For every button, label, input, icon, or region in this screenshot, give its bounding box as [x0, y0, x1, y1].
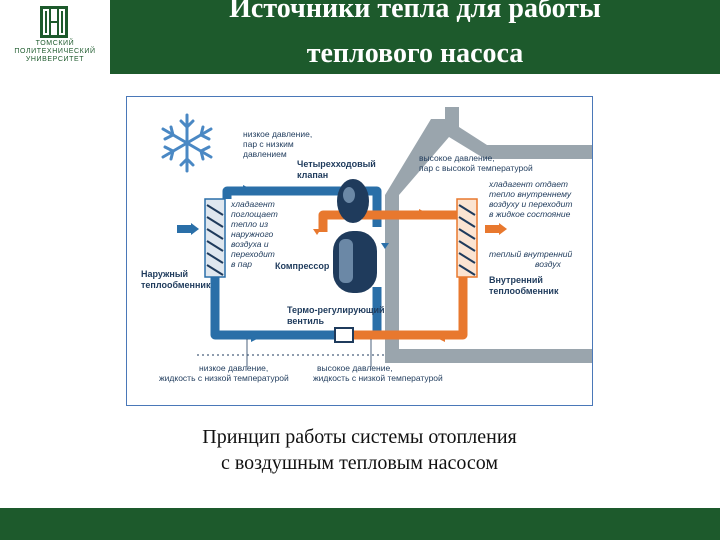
- heat-pump-diagram: низкое давление, пар с низким давлением …: [126, 96, 593, 406]
- university-logo: ТОМСКИЙ ПОЛИТЕХНИЧЕСКИЙ УНИВЕРСИТЕТ: [0, 0, 110, 74]
- footer-band: [0, 508, 720, 540]
- logo-text-line: ТОМСКИЙ: [35, 40, 75, 47]
- label-expansion-valve: Термо-регулирующий вентиль: [287, 305, 387, 326]
- label-refrigerant-releases-heat: хладагент отдает тепло внутреннему возду…: [488, 179, 575, 219]
- diagram-caption-line: Принцип работы системы отопления: [202, 426, 517, 448]
- flow-arrows: [177, 185, 507, 342]
- indoor-heat-exchanger: [456, 198, 478, 278]
- label-low-pressure-vapor: низкое давление, пар с низким давлением: [243, 129, 315, 159]
- four-way-valve: [337, 179, 369, 223]
- label-high-pressure-liquid: высокое давление, жидкость с низкой темп…: [313, 363, 443, 383]
- label-outdoor-exchanger: Наружный теплообменник: [141, 269, 211, 290]
- label-indoor-exchanger: Внутренний теплообменник: [489, 275, 559, 296]
- slide-header: ТОМСКИЙ ПОЛИТЕХНИЧЕСКИЙ УНИВЕРСИТЕТ Исто…: [0, 0, 720, 74]
- outdoor-heat-exchanger: [204, 198, 226, 278]
- label-compressor: Компрессор: [275, 261, 330, 271]
- logo-text-line: УНИВЕРСИТЕТ: [25, 56, 85, 63]
- tpu-logo-icon: [40, 6, 68, 38]
- label-low-pressure-liquid: низкое давление, жидкость с низкой темпе…: [159, 363, 289, 383]
- snowflake-icon: [161, 113, 213, 173]
- label-warm-indoor-air: теплый внутренний воздух: [489, 249, 575, 269]
- title-band: Источники тепла для работы теплового нас…: [110, 0, 720, 74]
- slide-title-line: Источники тепла для работы: [229, 0, 601, 24]
- label-refrigerant-absorbs-heat: хладагент поглощает тепло из наружного в…: [230, 199, 280, 269]
- label-high-pressure-vapor: высокое давление, пар с высокой температ…: [419, 153, 533, 173]
- logo-text-line: ПОЛИТЕХНИЧЕСКИЙ: [14, 48, 96, 55]
- compressor: [333, 231, 377, 293]
- diagram-canvas: низкое давление, пар с низким давлением …: [141, 107, 592, 383]
- diagram-caption-line: с воздушным тепловым насосом: [220, 452, 499, 474]
- label-four-way-valve: Четырехходовый клапан: [297, 159, 378, 180]
- slide-title-line: теплового насоса: [306, 38, 524, 69]
- expansion-valve: [334, 327, 354, 343]
- house-outline: [385, 107, 592, 363]
